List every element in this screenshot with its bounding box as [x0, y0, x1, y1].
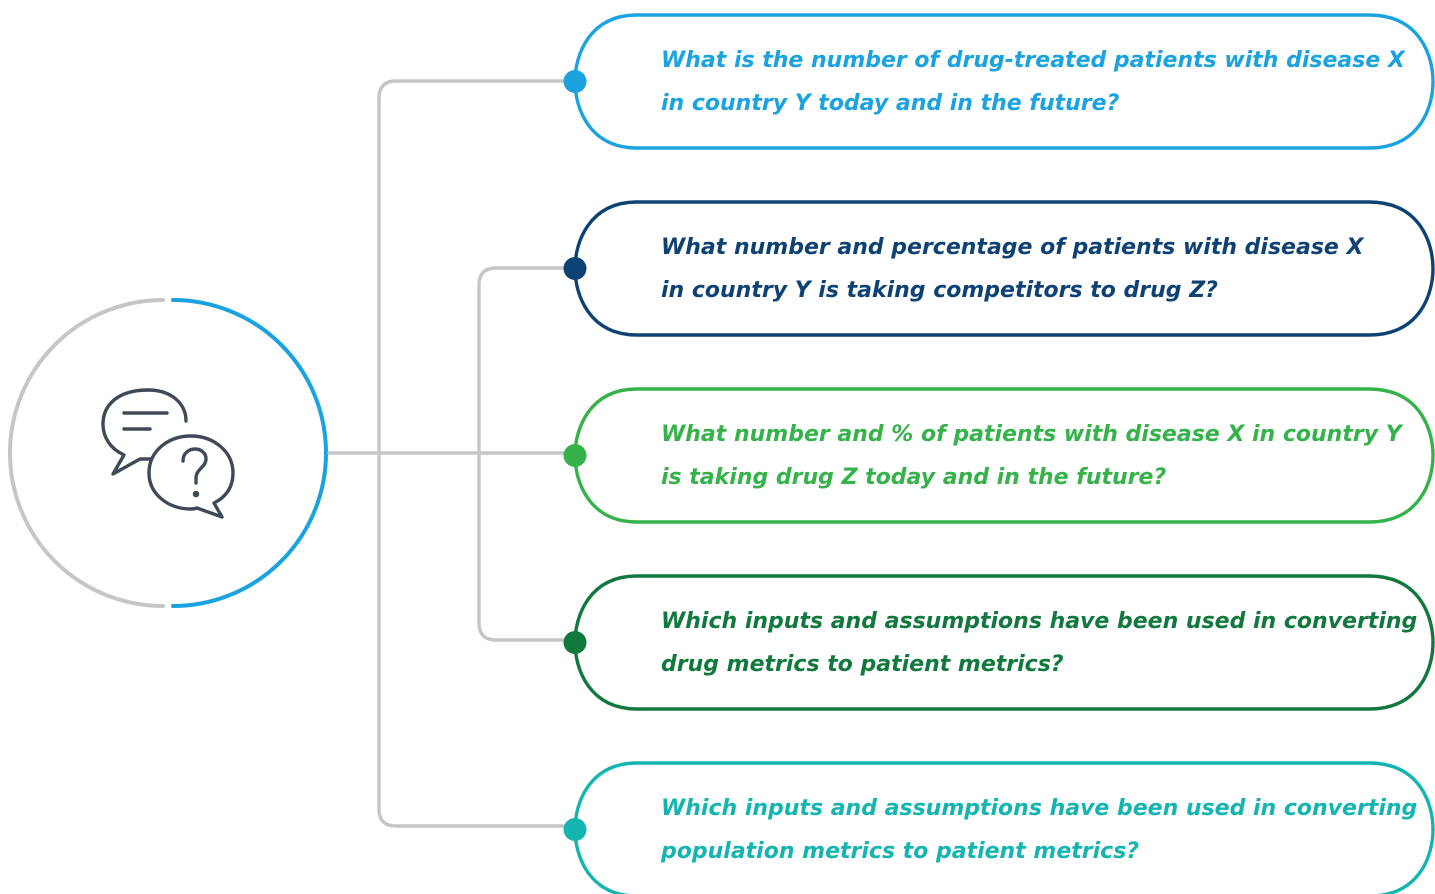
question-2-pill [573, 200, 1435, 337]
question-4-line-1: Which inputs and assumptions have been u… [661, 609, 1417, 634]
question-2-line-2: in country Y is taking competitors to dr… [661, 278, 1218, 303]
question-4-pill [573, 574, 1435, 711]
hub-ring-left-arc [8, 298, 165, 608]
question-2-dot [563, 257, 587, 280]
question-4-line-2: drug metrics to patient metrics? [661, 652, 1064, 677]
question-5-line-2: population metrics to patient metrics? [660, 839, 1139, 864]
question-1-pill [573, 13, 1435, 150]
question-3-line-2: is taking drug Z today and in the future… [661, 465, 1166, 490]
connector-outer-bracket [377, 79, 576, 828]
question-pills [563, 13, 1435, 894]
hub [8, 298, 328, 608]
connector-inner-bracket [477, 266, 576, 642]
question-1-dot [563, 70, 587, 93]
question-5-pill [573, 761, 1435, 894]
question-3-pill [573, 387, 1435, 524]
question-2-line-1: What number and percentage of patients w… [661, 235, 1365, 260]
question-3-dot [563, 444, 587, 467]
question-3-line-1: What number and % of patients with disea… [661, 422, 1404, 447]
question-5-dot [563, 818, 587, 841]
chat-bubbles-question-icon [101, 388, 235, 519]
question-1-line-2: in country Y today and in the future? [661, 91, 1120, 116]
question-texts: What is the number of drug-treated patie… [660, 48, 1417, 864]
question-5-line-1: Which inputs and assumptions have been u… [661, 796, 1417, 821]
hub-ring-right-arc [171, 298, 328, 608]
question-1-line-1: What is the number of drug-treated patie… [661, 48, 1406, 73]
question-4-dot [563, 631, 587, 654]
connector-lines [327, 79, 576, 828]
